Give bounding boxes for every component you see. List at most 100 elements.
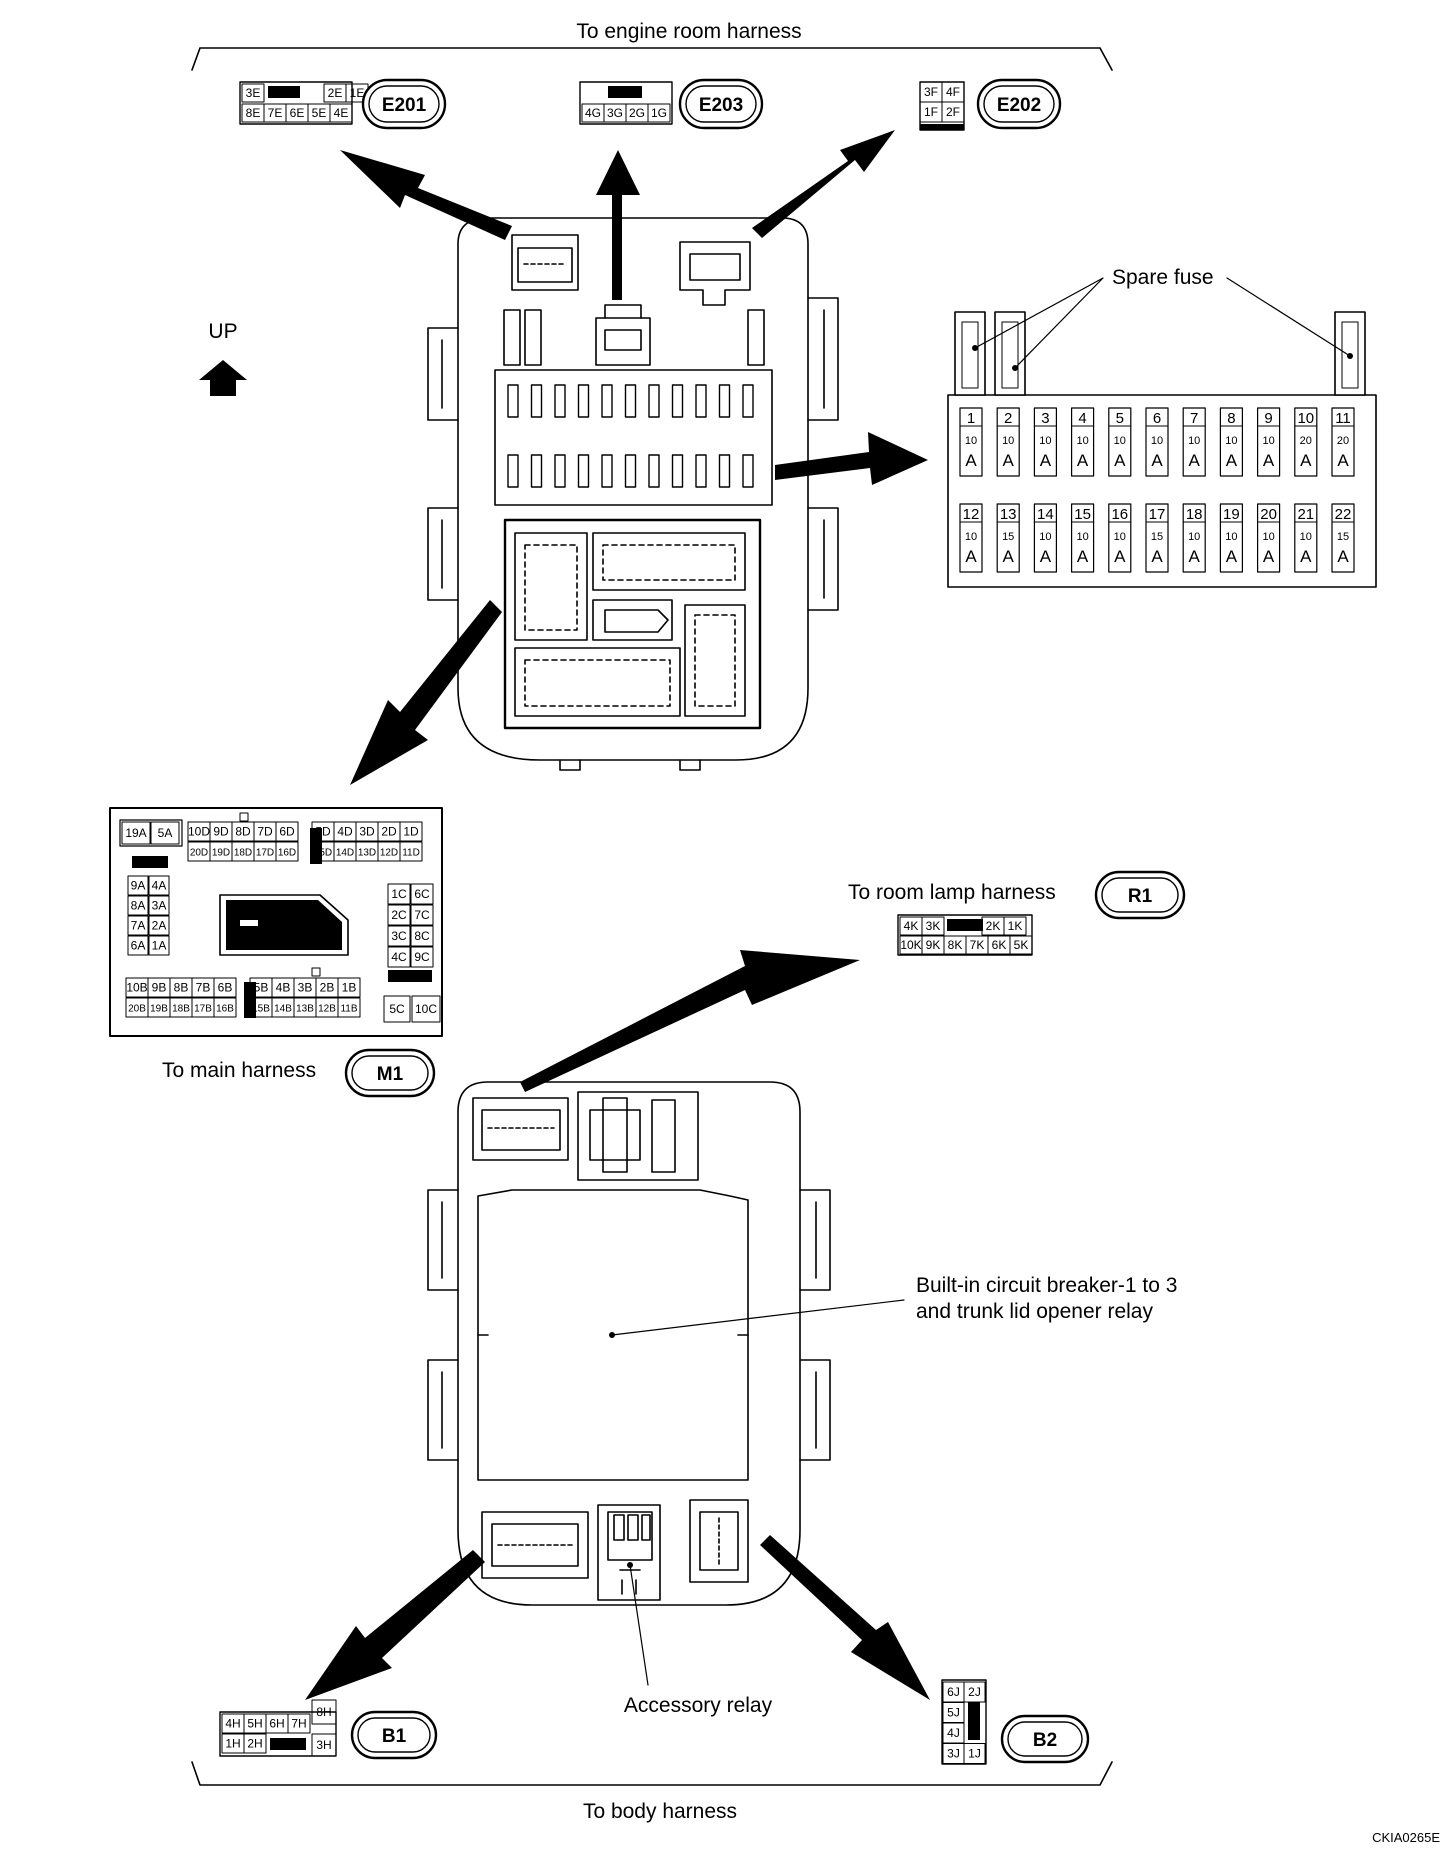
pin-4e: 4E	[334, 106, 349, 120]
accessory-relay-label: Accessory relay	[624, 1694, 773, 1717]
b2-tag: B2	[1033, 1730, 1057, 1751]
pin-8a-cell	[127, 895, 149, 916]
breaker-label-1: Built-in circuit breaker-1 to 3	[916, 1274, 1177, 1297]
fuse-amperage: 10	[1114, 531, 1126, 543]
fuse-slot	[648, 384, 660, 418]
fuse-amperage: 10	[1076, 531, 1088, 543]
r1-tag: R1	[1128, 886, 1153, 907]
breaker-leader	[611, 1299, 905, 1336]
fuse-amperage: 10	[965, 531, 977, 543]
fuse-number: 4	[1078, 410, 1086, 427]
fuse-number: 2	[1004, 410, 1012, 427]
pin-16b-cell	[213, 997, 237, 1018]
pin-4e-cell	[329, 103, 353, 123]
fuse-unit: A	[1114, 451, 1126, 470]
fuse-unit: A	[1263, 451, 1275, 470]
pin-1j-cell	[963, 1743, 986, 1764]
arrow-to-e202-icon	[752, 130, 895, 238]
fuse-number: 14	[1037, 506, 1054, 523]
pin-2h: 2H	[247, 1737, 262, 1751]
pin-6e: 6E	[290, 106, 305, 120]
fuse-slot	[742, 454, 754, 488]
pin-1k-cell	[1003, 916, 1027, 936]
pin-1c-cell	[387, 883, 411, 905]
pin-4a: 4A	[152, 879, 167, 893]
pin-1a: 1A	[152, 939, 167, 953]
pin-16d-cell	[275, 841, 299, 862]
pin-8k: 8K	[948, 938, 963, 952]
fuse-slot	[530, 454, 543, 488]
fuse-slot	[554, 384, 566, 418]
arrow-to-fuses-icon	[775, 432, 928, 485]
room-lamp-label: To room lamp harness	[848, 881, 1056, 904]
fuse-slot	[601, 384, 613, 418]
figure-code: CKIA0265E	[1372, 1830, 1440, 1845]
pin-4c: 4C	[391, 950, 407, 964]
pin-5d: 5D	[315, 825, 331, 839]
fuse-unit: A	[965, 451, 977, 470]
e203-tag: E203	[699, 95, 743, 116]
pin-8a: 8A	[131, 899, 146, 913]
pin-1j: 1J	[968, 1747, 981, 1761]
pin-3h-cell	[311, 1733, 337, 1757]
fuse-number: 21	[1297, 506, 1314, 523]
pin-1g-cell	[647, 103, 671, 123]
fuse-slot	[671, 384, 684, 418]
fuse-unit: A	[1003, 547, 1015, 566]
fuse-unit: A	[1189, 451, 1201, 470]
pin-3j: 3J	[947, 1747, 960, 1761]
pin-2a-cell	[148, 915, 170, 936]
pin-9k: 9K	[926, 938, 941, 952]
pin-2f: 2F	[946, 105, 960, 119]
pin-4j: 4J	[947, 1726, 960, 1740]
fuse-amperage: 20	[1337, 435, 1349, 447]
top-bracket	[191, 47, 1113, 71]
fuse-unit: A	[1151, 451, 1163, 470]
pin-4h: 4H	[225, 1717, 240, 1731]
pin-1h: 1H	[225, 1737, 240, 1751]
arrow-to-m1-icon	[350, 600, 502, 785]
fuse-slot	[577, 384, 590, 418]
pin-2d: 2D	[381, 825, 397, 839]
pin-2k: 2K	[986, 919, 1001, 933]
pin-1e: 1E	[350, 86, 365, 100]
arrow-to-b1-icon	[305, 1550, 485, 1700]
fuse-amperage: 15	[1337, 531, 1349, 543]
pin-5a-cell	[150, 821, 180, 845]
e202-tag: E202	[997, 95, 1041, 116]
pin-7h-cell	[287, 1713, 311, 1734]
pin-11b-cell	[337, 997, 361, 1018]
fuse-number: 16	[1111, 506, 1128, 523]
pin-18b: 18B	[172, 1004, 190, 1015]
up-arrow-icon	[199, 360, 247, 396]
pin-3c: 3C	[391, 929, 407, 943]
fuse-slot	[718, 454, 731, 488]
pin-6b: 6B	[218, 981, 233, 995]
pin-12b: 12B	[318, 1004, 336, 1015]
fuse-slot	[624, 384, 637, 418]
arrow-to-b2-icon	[760, 1535, 930, 1700]
fuse-number: 3	[1041, 410, 1049, 427]
pin-10c-cell	[411, 995, 441, 1023]
body-harness-label: To body harness	[583, 1800, 737, 1823]
fuse-number: 11	[1335, 410, 1351, 427]
pin-5c: 5C	[389, 1002, 405, 1016]
pin-13d: 13D	[358, 848, 376, 859]
pin-6j: 6J	[947, 1685, 960, 1699]
pin-3a-cell	[148, 895, 170, 916]
fuse-number: 1	[967, 410, 975, 427]
pin-4k: 4K	[904, 919, 919, 933]
pin-9c: 9C	[414, 950, 430, 964]
fuse-slot	[624, 454, 637, 488]
